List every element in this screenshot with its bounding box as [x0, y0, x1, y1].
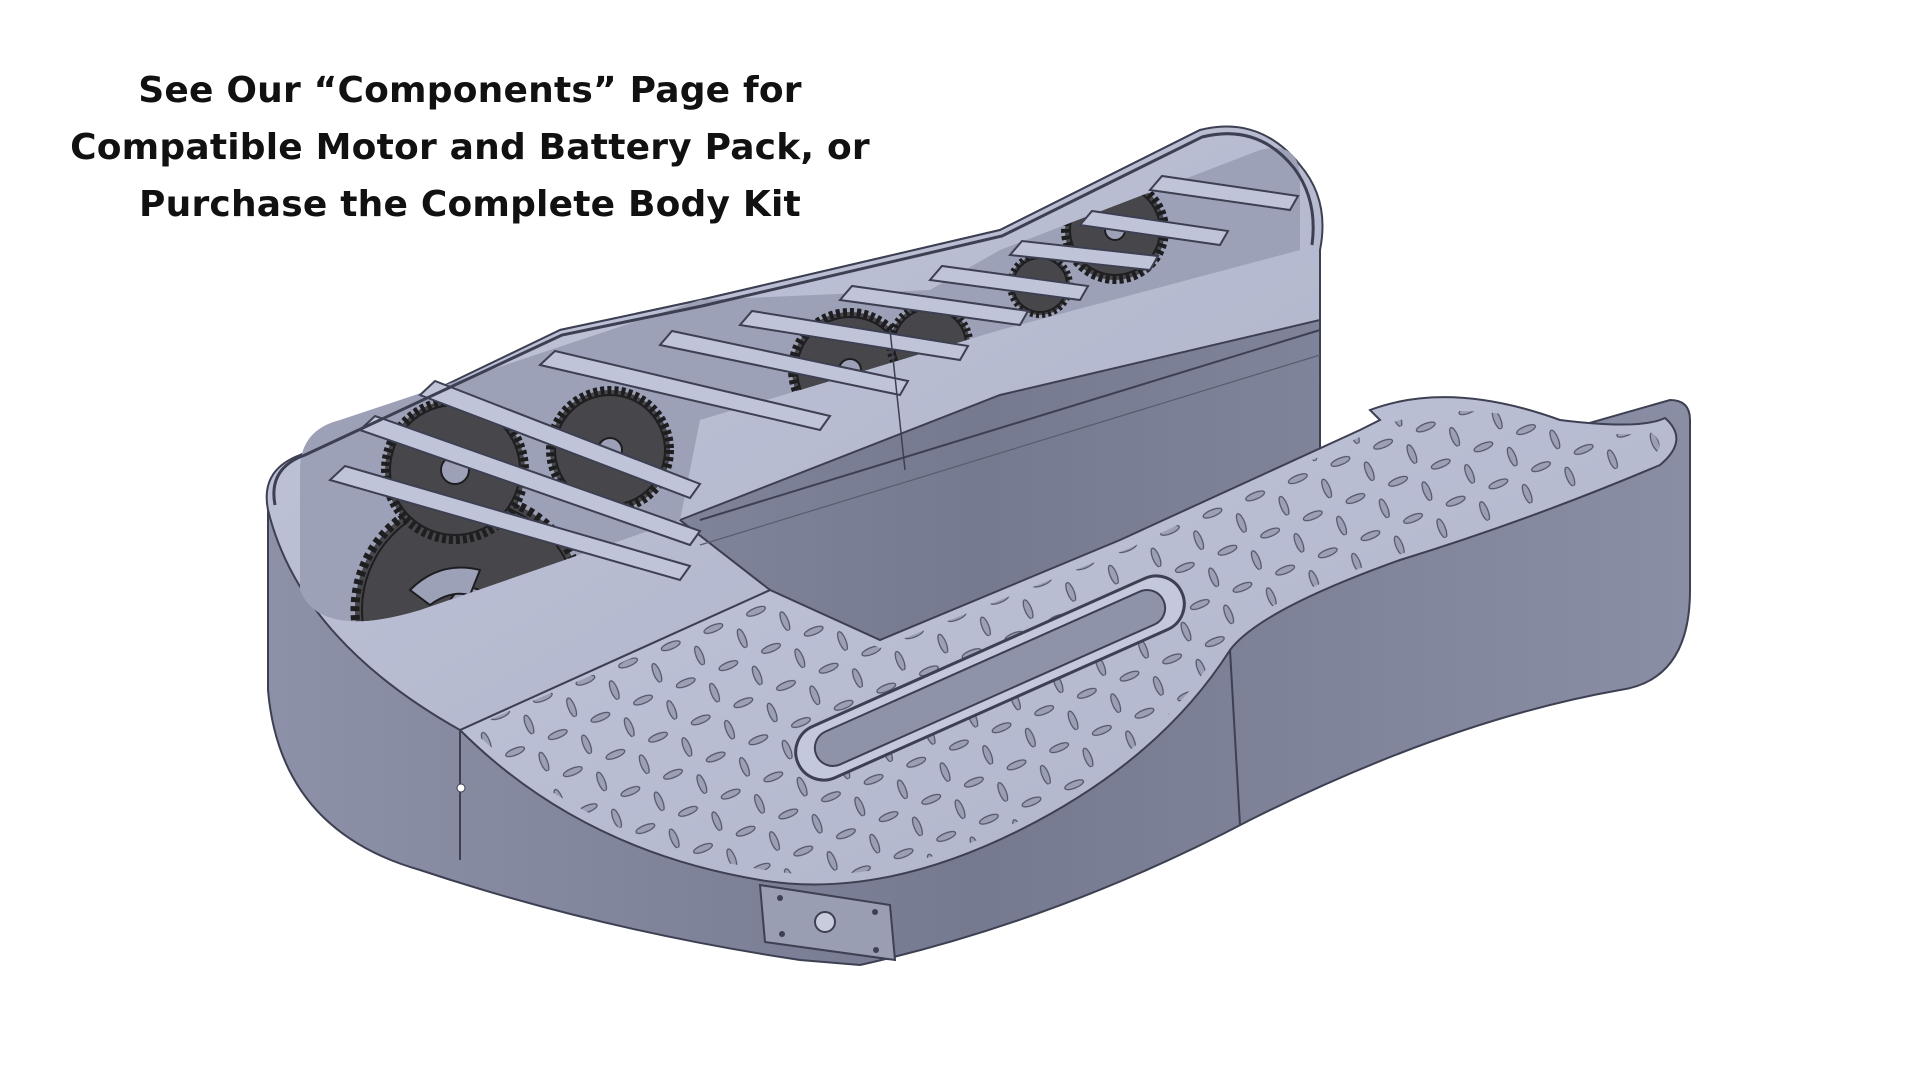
window-ribs: [328, 174, 1300, 582]
caption-line-1: See Our “Components” Page for: [138, 70, 802, 111]
headline-caption: See Our “Components” Page for Compatible…: [60, 62, 880, 233]
caption-line-2: Compatible Motor and Battery Pack, or: [70, 127, 870, 168]
caption-line-3: Purchase the Complete Body Kit: [139, 184, 801, 225]
pickup-slot: [794, 574, 1186, 782]
jack-plate-icon: [758, 883, 897, 962]
